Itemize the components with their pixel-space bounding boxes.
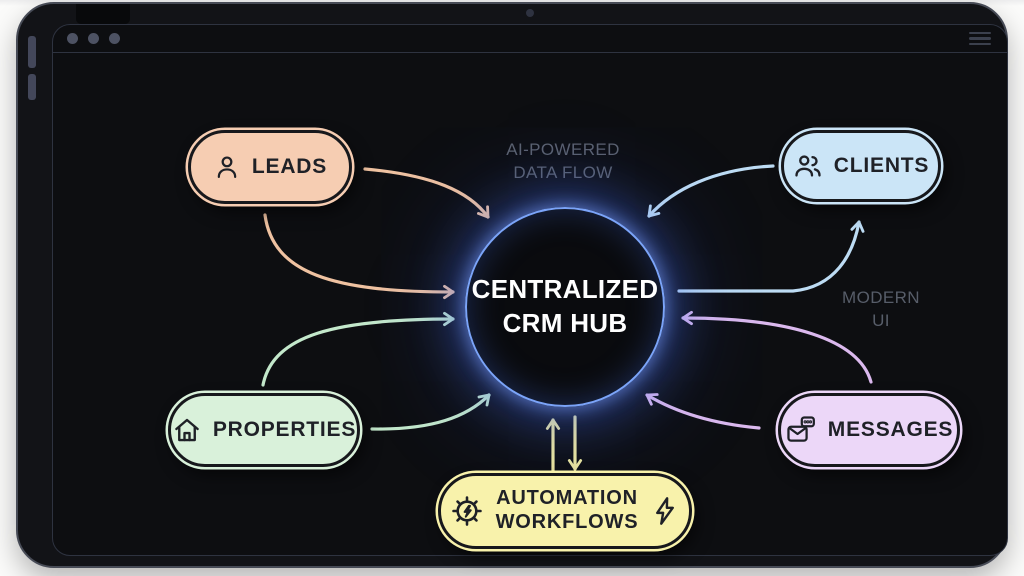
window-controls[interactable] <box>67 33 120 44</box>
crm-diagram: AI-POWERED DATA FLOW MODERN UI CENTRALIZ… <box>87 73 1024 576</box>
node-label: MESSAGES <box>827 418 954 441</box>
bolt-icon <box>656 497 675 525</box>
window-control-dot[interactable] <box>88 33 99 44</box>
arrow-leads-to-hub-lower <box>263 213 455 300</box>
node-label: LEADS <box>251 155 328 178</box>
people-icon <box>795 155 821 177</box>
arrow-messages-to-hub-lower <box>645 393 761 430</box>
camera-dot <box>526 9 534 17</box>
home-icon <box>175 418 199 442</box>
node-clients[interactable]: CLIENTS <box>781 130 941 202</box>
arrow-clients-to-hub <box>647 164 775 218</box>
node-messages[interactable]: MESSAGES <box>778 393 960 467</box>
annotation-data-flow: AI-POWERED DATA FLOW <box>506 140 620 182</box>
tablet-frame: AI-POWERED DATA FLOW MODERN UI CENTRALIZ… <box>16 2 1008 568</box>
arrow-hub-to-clients <box>677 220 865 293</box>
menu-icon[interactable] <box>967 28 993 50</box>
arrow-messages-to-hub-upper <box>681 310 873 384</box>
window-control-dot[interactable] <box>109 33 120 44</box>
mail-chat-icon <box>787 416 815 442</box>
titlebar <box>53 25 1007 53</box>
arrow-leads-to-hub-upper <box>363 167 490 219</box>
annotation-modern-ui: MODERN UI <box>842 288 920 330</box>
window-control-dot[interactable] <box>67 33 78 44</box>
node-label: AUTOMATION WORKFLOWS <box>495 487 639 533</box>
hub-label: CENTRALIZED <box>471 274 659 305</box>
node-leads[interactable]: LEADS <box>188 130 352 204</box>
node-properties[interactable]: PROPERTIES <box>168 393 360 467</box>
node-crm-hub[interactable]: CENTRALIZED CRM HUB <box>465 207 665 407</box>
gear-bolt-icon <box>451 496 482 526</box>
device-side-button <box>28 36 36 68</box>
device-notch <box>76 4 130 24</box>
person-icon <box>217 156 237 179</box>
app-window: AI-POWERED DATA FLOW MODERN UI CENTRALIZ… <box>52 24 1008 556</box>
node-automation-workflows[interactable]: AUTOMATION WORKFLOWS <box>438 473 692 549</box>
node-label: CLIENTS <box>833 154 930 177</box>
hub-label: CRM HUB <box>502 308 628 338</box>
arrow-layer <box>261 164 873 474</box>
arrow-properties-to-hub-upper <box>261 311 455 387</box>
device-side-button <box>28 74 36 100</box>
node-label: PROPERTIES <box>212 418 357 441</box>
arrow-properties-to-hub-lower <box>370 393 491 431</box>
